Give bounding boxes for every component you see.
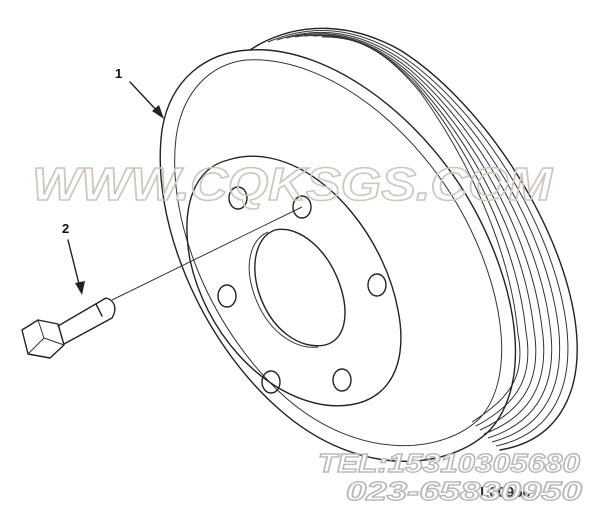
callout-2-label: 2: [62, 221, 69, 236]
bolt-hole: [367, 273, 387, 297]
pulley-grooves: [257, 27, 578, 451]
callout-2-leader: [67, 239, 85, 295]
alignment-line: [111, 206, 303, 301]
capscrew: [21, 297, 116, 359]
watermark-text: WWW.CQKSGS.COM: [32, 158, 554, 210]
callout-1-leader: [129, 81, 164, 119]
bolt-hole: [332, 368, 352, 392]
bolt-hole: [217, 284, 237, 308]
contact-tel: TEL:15310305680: [318, 448, 581, 478]
figure-code: L00950: [480, 484, 531, 501]
callout-1-label: 1: [115, 66, 122, 81]
bolt-hole: [261, 370, 281, 394]
contact-phone: 023-65830950: [346, 476, 583, 506]
pulley-front-face: [159, 44, 517, 462]
pulley-hub: [186, 155, 402, 407]
bolt-hole: [292, 195, 312, 219]
bolt-hole: [228, 186, 248, 210]
bolt-holes: [217, 186, 387, 394]
